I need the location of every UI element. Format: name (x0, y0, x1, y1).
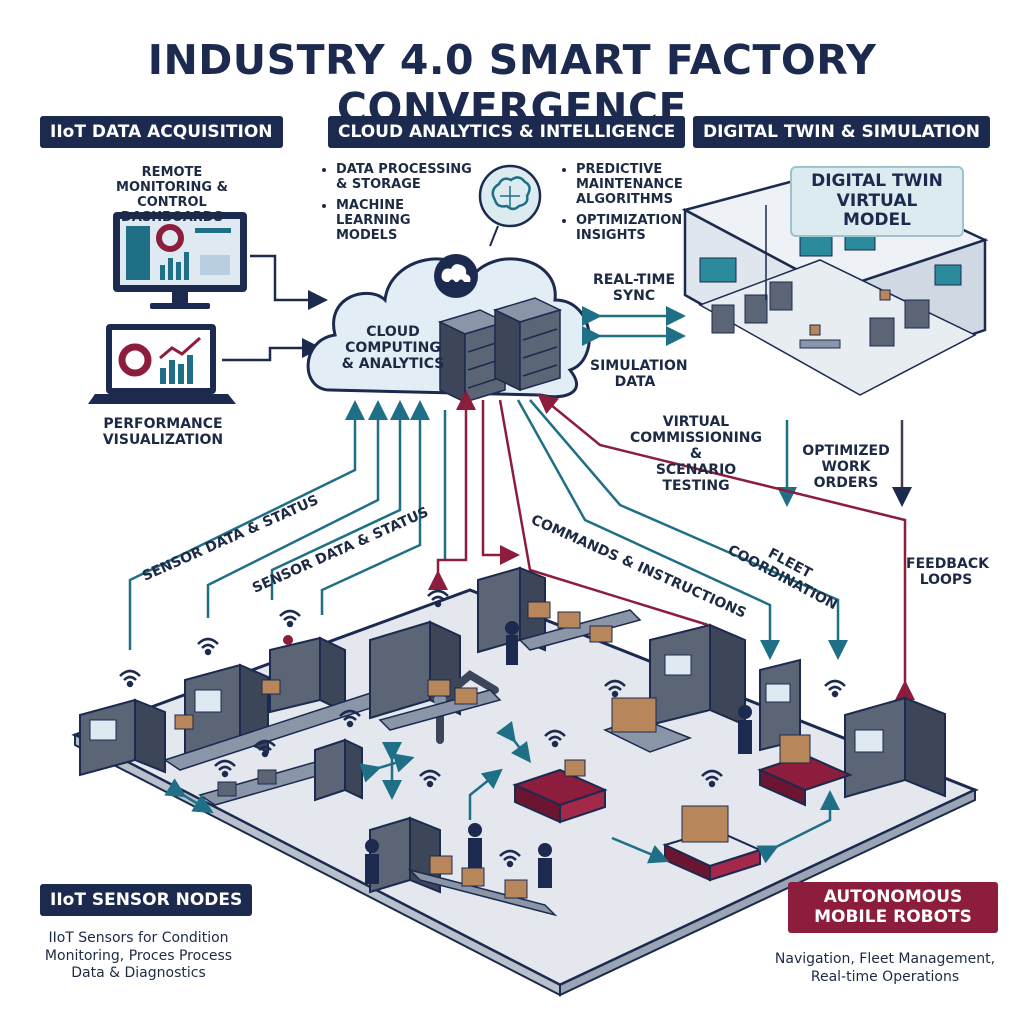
production-line-right (649, 623, 946, 799)
robot-arm-icon (369, 620, 502, 744)
server-icon (437, 297, 563, 404)
amr-description: Navigation, Fleet Management,Real-time O… (774, 951, 996, 985)
cloud-bullets-left: DATA PROCESSING & STORAGEMACHINE LEARNIN… (322, 162, 472, 250)
production-line-left (79, 635, 397, 777)
remote-monitoring-label: REMOTE MONITORING &CONTROL DASHBOARDS (116, 165, 228, 225)
header-iiot-sensor-nodes: IIoT SENSOR NODES (40, 884, 253, 916)
laptop-icon (88, 324, 236, 404)
wifi-icon (119, 589, 846, 868)
header-cloud-analytics: CLOUD ANALYTICS & INTELLIGENCE (328, 116, 686, 148)
page-title: INDUSTRY 4.0 SMART FACTORY CONVERGENCE (147, 36, 877, 132)
cloud-bullets-right: PREDICTIVE MAINTENANCE ALGORITHMSOPTIMIZ… (562, 162, 692, 250)
header-iiot-data-acquisition: IIoT DATA ACQUISITION (40, 116, 283, 148)
header-digital-twin: DIGITAL TWIN & SIMULATION (693, 116, 991, 148)
production-line-center (477, 566, 642, 665)
monitor-icon (113, 212, 247, 309)
brain-icon (478, 164, 542, 247)
